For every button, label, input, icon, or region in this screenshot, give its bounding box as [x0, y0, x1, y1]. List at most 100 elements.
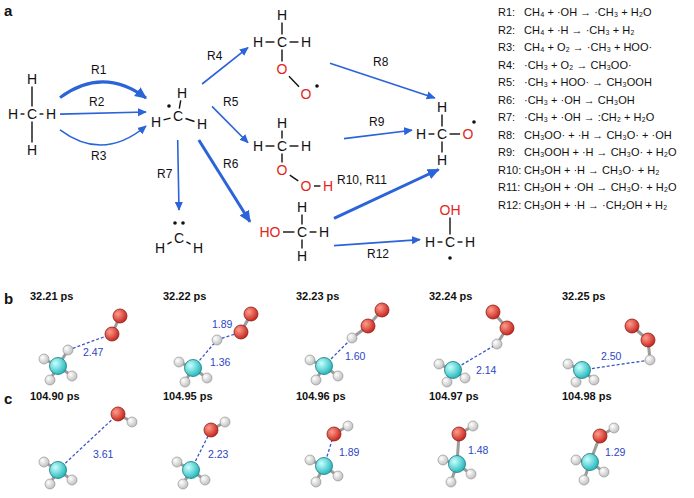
- time-stamp: 104.98 ps: [562, 390, 612, 403]
- molecule-node: HHCH: [146, 84, 212, 140]
- atom-symbol: H: [437, 153, 447, 168]
- reaction-arrow: [202, 48, 248, 84]
- o-atom: [244, 307, 258, 321]
- bond-line: [40, 113, 44, 114]
- c-atom: [445, 362, 462, 379]
- bond-line: [179, 100, 180, 108]
- bond-line: [281, 50, 282, 62]
- h-atom: [311, 375, 321, 385]
- radical-dot: [448, 256, 452, 260]
- atom-symbol: H: [155, 241, 165, 256]
- reaction-arrow: [334, 240, 420, 246]
- snapshot-frame: [305, 303, 389, 385]
- h-atom: [39, 457, 49, 467]
- o-atom: [593, 429, 607, 443]
- atom-symbol: H: [177, 86, 187, 101]
- snapshot-frame: [39, 407, 137, 489]
- reaction-equation: CH₄ + ·OH → ·CH₃ + H₂O: [524, 6, 652, 19]
- distance-value: 1.89: [338, 446, 360, 459]
- o-atom: [204, 423, 218, 437]
- reaction-equation: CH₃OH + ·H → CH₃O· + H₂: [524, 164, 659, 177]
- o-atom: [361, 319, 375, 333]
- time-stamp: 104.97 ps: [429, 390, 479, 403]
- atom-symbol: C: [277, 35, 287, 50]
- reaction-label: R8: [372, 56, 389, 69]
- reaction-id: R3:: [498, 41, 515, 54]
- reaction-id: R7:: [498, 111, 515, 124]
- c-atom: [50, 462, 67, 479]
- h-atom: [220, 417, 230, 427]
- reaction-equation: CH₃OH + ·H → ·CH₂OH + H₂: [524, 199, 667, 212]
- distance-value: 2.23: [207, 448, 229, 461]
- reaction-equation: CH₄ + ·H → ·CH₃ + H₂: [524, 24, 634, 37]
- h-atom: [311, 477, 321, 487]
- bond-line: [301, 215, 302, 225]
- bond-line: [301, 240, 302, 249]
- bond-line: [450, 133, 460, 134]
- h-atom: [571, 455, 581, 465]
- atom-symbol: C: [445, 235, 455, 250]
- atom-symbol: HO: [260, 225, 281, 240]
- reaction-arrow: [60, 112, 146, 114]
- snapshot-frame: [174, 307, 258, 387]
- c-atom: [316, 458, 333, 475]
- c-atom: [449, 456, 466, 473]
- o-atom: [452, 427, 466, 441]
- atom-symbol: H: [416, 127, 426, 142]
- h-atom: [599, 467, 609, 477]
- o-atom: [375, 303, 389, 317]
- distance-value: 2.14: [475, 364, 497, 377]
- reaction-label: R5: [222, 96, 239, 109]
- molecule-node: HHCHOOH: [248, 114, 344, 196]
- h-atom: [333, 471, 343, 481]
- c-atom: [183, 462, 200, 479]
- h-atom: [67, 475, 77, 485]
- h-atom: [127, 417, 137, 427]
- bond-line: [289, 76, 299, 87]
- o-atom: [113, 309, 127, 323]
- reaction-label: R9: [368, 116, 385, 129]
- atom-symbol: H: [301, 139, 311, 154]
- time-stamp: 32.25 ps: [562, 290, 605, 303]
- distance-value: 1.89: [211, 318, 233, 331]
- time-stamp: 32.23 ps: [296, 290, 339, 303]
- atom-symbol: H: [319, 225, 329, 240]
- reaction-arrow: [334, 170, 439, 219]
- reaction-arrow: [344, 130, 412, 138]
- h-atom: [589, 375, 599, 385]
- atom-symbol: H: [253, 35, 263, 50]
- h-atom: [63, 345, 73, 355]
- reaction-id: R8:: [498, 129, 515, 142]
- h-atom: [212, 335, 222, 345]
- reaction-arrow: [199, 140, 250, 222]
- bond-line: [449, 218, 450, 235]
- reaction-id: R6:: [498, 94, 515, 107]
- reaction-label: R2: [88, 96, 105, 109]
- bond-line: [266, 145, 275, 146]
- distance-value: 2.50: [600, 350, 622, 363]
- o-atom: [641, 333, 655, 347]
- atom-symbol: C: [437, 127, 447, 142]
- atom-symbol: C: [173, 109, 183, 124]
- h-atom: [305, 455, 315, 465]
- h-atom: [492, 339, 502, 349]
- h-atom: [67, 371, 77, 381]
- time-stamp: 104.90 ps: [30, 390, 80, 403]
- bond-line: [290, 175, 298, 181]
- atom-symbol: O: [301, 87, 312, 102]
- o-atom: [105, 327, 119, 341]
- atom-symbol: C: [27, 107, 37, 122]
- o-atom: [234, 325, 248, 339]
- o-atom: [500, 321, 514, 335]
- reaction-equation: ·CH₃ + ·OH → CH₃OH: [524, 94, 635, 107]
- distance-value: 1.36: [209, 356, 231, 369]
- atom-symbol: OH: [440, 203, 461, 218]
- molecule-node: HHCHOO: [248, 6, 330, 110]
- h-atom: [343, 421, 353, 431]
- bond-line: [290, 145, 299, 146]
- bond-line: [441, 115, 442, 127]
- atom-symbol: H: [151, 115, 161, 130]
- atom-symbol: O: [463, 127, 474, 142]
- h-atom: [333, 371, 343, 381]
